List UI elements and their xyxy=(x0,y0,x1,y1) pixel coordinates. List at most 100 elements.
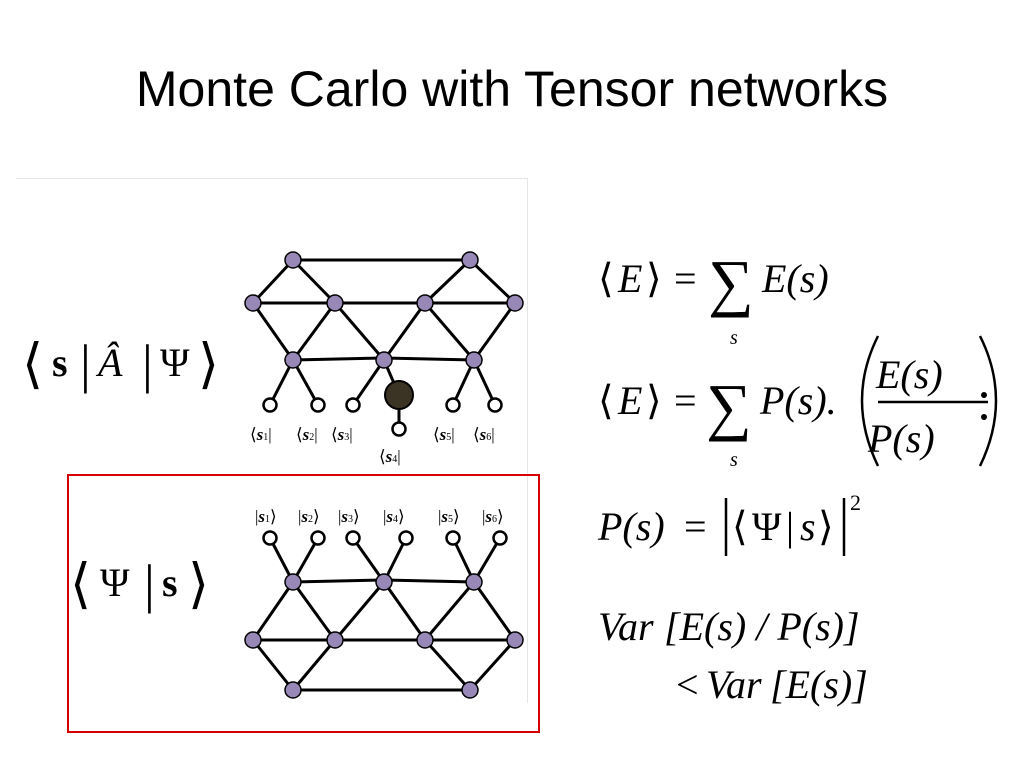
svg-text:⟨s4|: ⟨s4| xyxy=(379,447,401,466)
left-paren xyxy=(860,335,880,467)
right-paren xyxy=(978,335,998,467)
node xyxy=(326,294,344,312)
svg-text:|s4⟩: |s4⟩ xyxy=(383,507,405,526)
svg-text:E: E xyxy=(617,378,642,423)
equation-variance-energy: < Var [E(s)] xyxy=(676,662,868,707)
bottom-nodes xyxy=(244,573,524,699)
svg-text:⟩: ⟩ xyxy=(818,504,834,549)
svg-text:s: s xyxy=(162,560,178,605)
svg-text:⟨s2|: ⟨s2| xyxy=(296,425,318,444)
svg-text:E(s): E(s) xyxy=(761,256,829,301)
svg-text:P(s).: P(s). xyxy=(759,378,837,423)
node xyxy=(416,294,434,312)
equation-importance-sampling: ⟨ E ⟩ = ∑ s P(s). E(s) P(s) xyxy=(598,352,943,471)
edge xyxy=(472,302,517,361)
svg-text:|s3⟩: |s3⟩ xyxy=(338,507,360,526)
highlight-box xyxy=(67,474,540,733)
open-leg xyxy=(445,397,461,413)
svg-text:=: = xyxy=(674,256,697,301)
open-leg xyxy=(345,530,361,546)
edge xyxy=(383,578,475,584)
edge xyxy=(333,302,386,361)
svg-text:|: | xyxy=(144,554,155,614)
edge xyxy=(251,639,295,691)
open-leg xyxy=(445,530,461,546)
svg-text:⟨: ⟨ xyxy=(598,256,614,301)
top-network xyxy=(251,258,517,428)
svg-text:s: s xyxy=(52,340,68,385)
edge xyxy=(292,578,385,584)
node xyxy=(506,631,524,649)
svg-text:Â: Â xyxy=(95,340,123,385)
node xyxy=(284,351,302,369)
svg-text:|s6⟩: |s6⟩ xyxy=(482,507,504,526)
svg-text:=: = xyxy=(684,504,707,549)
open-leg xyxy=(492,530,508,546)
diagram-panel xyxy=(16,178,528,703)
edge xyxy=(472,581,517,641)
edge xyxy=(292,356,385,362)
open-leg xyxy=(398,530,414,546)
top-nodes xyxy=(244,251,524,369)
edge xyxy=(251,258,295,305)
svg-text:⟨: ⟨ xyxy=(732,504,748,549)
svg-text:Ψ: Ψ xyxy=(100,560,130,605)
open-leg xyxy=(310,530,326,546)
svg-text:|: | xyxy=(786,504,794,549)
svg-text:[E(s)]: [E(s)] xyxy=(770,662,868,707)
edge xyxy=(468,638,517,692)
edge xyxy=(423,302,476,361)
svg-text:|s2⟩: |s2⟩ xyxy=(298,507,320,526)
edge xyxy=(333,581,386,641)
svg-text:s: s xyxy=(730,449,738,471)
bottom-network xyxy=(251,537,517,692)
svg-text:P(s): P(s) xyxy=(597,504,665,549)
node xyxy=(375,351,393,369)
edge xyxy=(251,302,295,361)
edge xyxy=(291,302,337,361)
svg-text:⟨: ⟨ xyxy=(598,378,614,423)
svg-text:<: < xyxy=(676,662,699,707)
edge xyxy=(291,258,337,305)
bottom-spin-labels: |s1⟩ |s2⟩ |s3⟩ |s4⟩ |s5⟩ |s6⟩ xyxy=(255,507,504,526)
svg-text:⟩: ⟩ xyxy=(188,554,209,614)
svg-text:⟩: ⟩ xyxy=(646,378,662,423)
svg-text:⟨s1|: ⟨s1| xyxy=(250,425,272,444)
svg-text:Ψ: Ψ xyxy=(752,504,782,549)
edge xyxy=(291,581,337,641)
edge xyxy=(382,581,427,641)
svg-text:2: 2 xyxy=(850,490,861,515)
edge xyxy=(423,638,472,692)
abs-bars xyxy=(724,498,846,556)
svg-text:⟨s6|: ⟨s6| xyxy=(473,425,495,444)
top-bra-label: ⟨ s | Â | Ψ ⟩ xyxy=(22,334,219,394)
open-leg xyxy=(391,421,407,437)
svg-text:∑: ∑ xyxy=(706,371,752,442)
node xyxy=(284,573,302,591)
svg-text:Ψ: Ψ xyxy=(160,340,190,385)
svg-text:⟩: ⟩ xyxy=(198,334,219,394)
fraction-dots xyxy=(981,392,987,420)
svg-text:⟨: ⟨ xyxy=(22,334,43,394)
node xyxy=(284,681,302,699)
node xyxy=(416,631,434,649)
node xyxy=(375,573,393,591)
svg-text:Var: Var xyxy=(598,604,654,649)
svg-text:[E(s) / P(s)]: [E(s) / P(s)] xyxy=(664,604,860,649)
edge xyxy=(468,258,517,305)
node xyxy=(244,294,262,312)
node xyxy=(326,631,344,649)
edge xyxy=(351,537,386,583)
svg-text:∑: ∑ xyxy=(708,247,754,318)
svg-text:s: s xyxy=(730,327,738,349)
equation-variance-ratio: Var [E(s) / P(s)] xyxy=(598,604,860,649)
slide-title: Monte Carlo with Tensor networks xyxy=(135,61,889,117)
svg-text:P(s): P(s) xyxy=(867,416,935,461)
node xyxy=(465,573,483,591)
top-open-legs xyxy=(262,397,503,437)
edge xyxy=(423,258,472,305)
dot xyxy=(981,392,987,398)
svg-text:|: | xyxy=(80,334,91,394)
open-leg xyxy=(262,530,278,546)
